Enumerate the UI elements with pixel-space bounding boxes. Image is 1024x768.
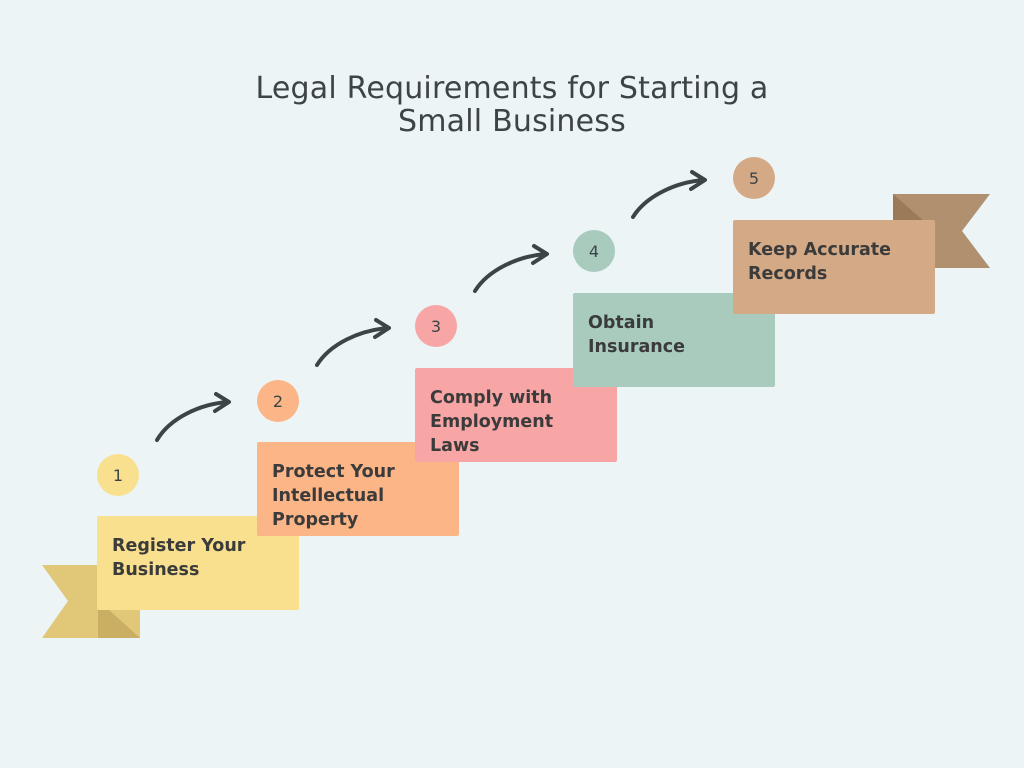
step-2-label-line-3: Property <box>272 510 359 530</box>
step-5-card: Keep Accurate Records <box>733 220 935 314</box>
step-2-number-badge: 2 <box>257 380 299 422</box>
step-2-card: Protect Your Intellectual Property <box>257 442 459 536</box>
step-3-label-line-3: Laws <box>430 436 480 456</box>
step-5-label-line-2: Records <box>748 264 828 284</box>
step-5-label-line-1: Keep Accurate <box>748 240 892 260</box>
step-1-label-line-1: Register Your <box>112 536 246 556</box>
step-4-label-line-1: Obtain <box>588 313 655 333</box>
step-2-label-line-2: Intellectual <box>272 486 385 506</box>
step-1-number-badge: 1 <box>97 454 139 496</box>
step-5-number-badge: 5 <box>733 157 775 199</box>
step-4-number-badge: 4 <box>573 230 615 272</box>
step-2-label-line-1: Protect Your <box>272 462 395 482</box>
diagram-title: Legal Requirements for Starting a Small … <box>212 72 812 138</box>
title-line-1: Legal Requirements for Starting a <box>255 71 769 106</box>
step-3-card: Comply with Employment Laws <box>415 368 617 462</box>
title-line-2: Small Business <box>398 104 626 139</box>
step-3-label-line-1: Comply with <box>430 388 553 408</box>
step-1-label-line-2: Business <box>112 560 200 580</box>
step-3-number-badge: 3 <box>415 305 457 347</box>
step-4-label-line-2: Insurance <box>588 337 685 357</box>
step-3-label-line-2: Employment <box>430 412 554 432</box>
